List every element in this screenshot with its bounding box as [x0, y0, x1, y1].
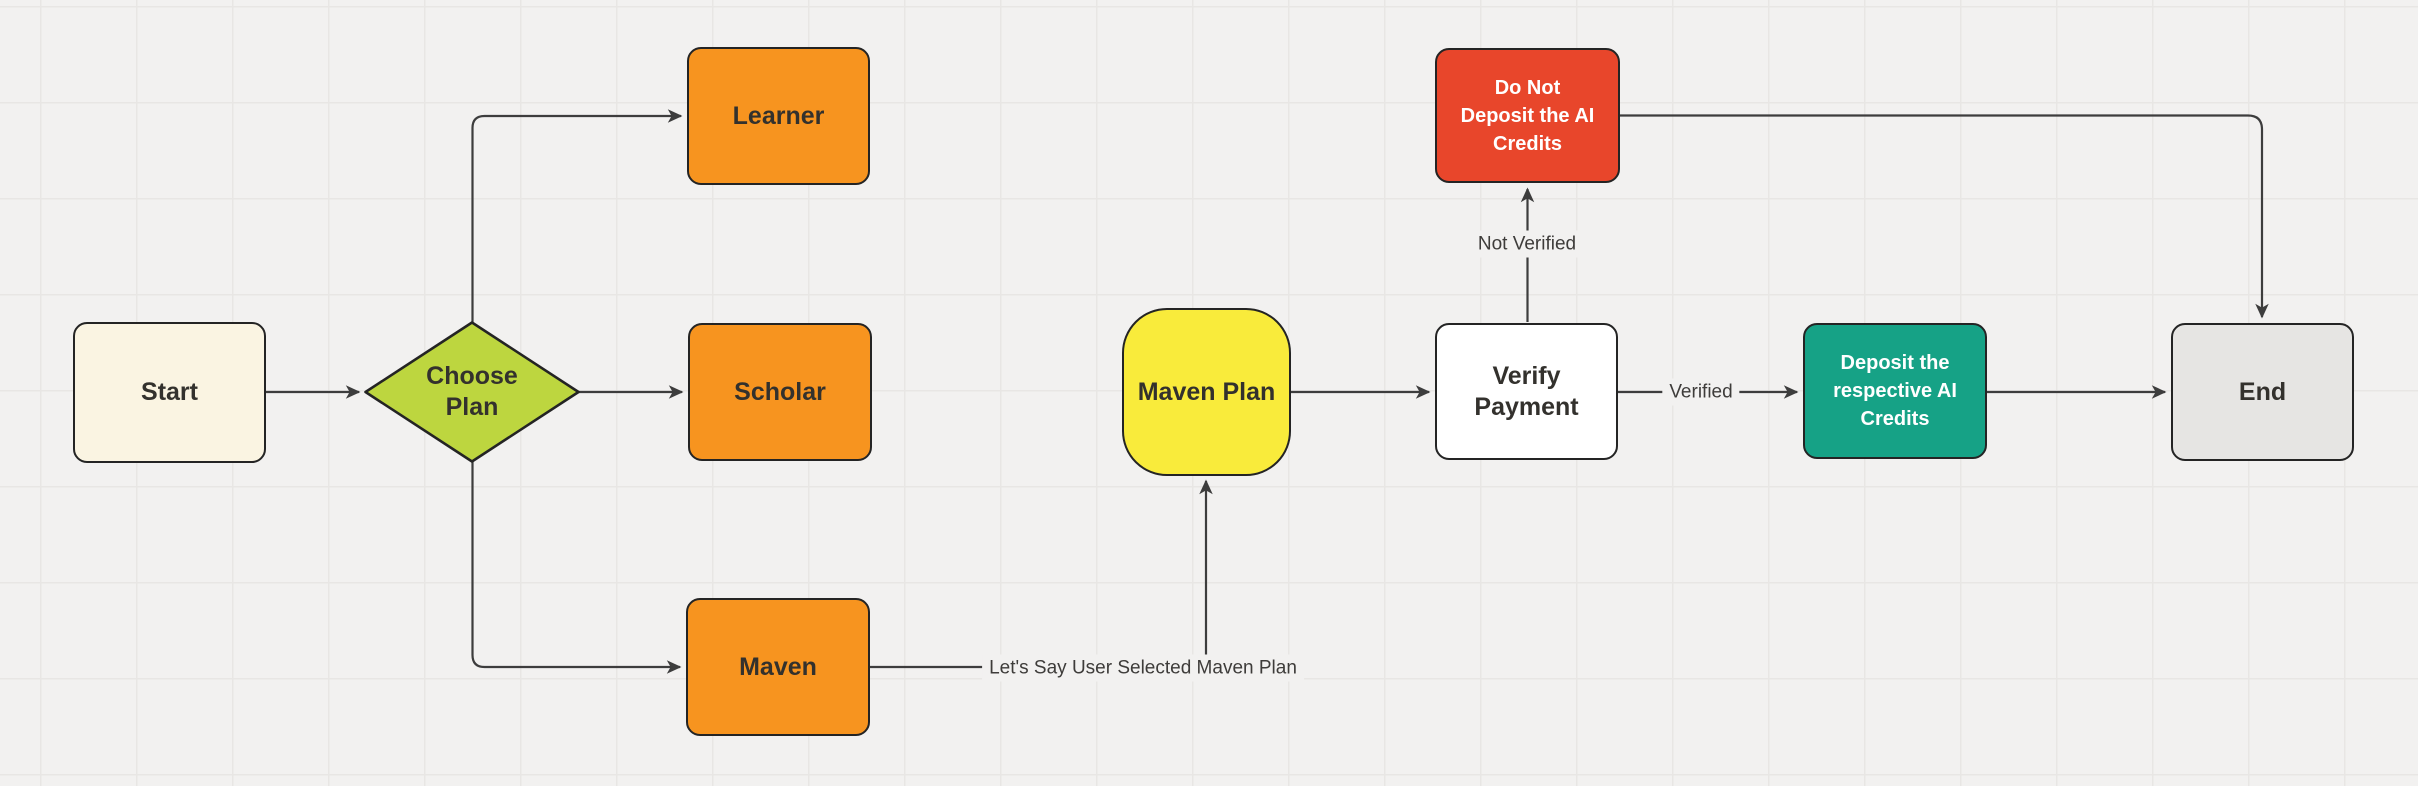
edge-label-maven-selected[interactable]: Let's Say User Selected Maven Plan	[982, 654, 1304, 682]
node-scholar[interactable]: Scholar	[688, 323, 872, 461]
node-end-label: End	[2238, 377, 2287, 406]
node-verify-payment[interactable]: Verify Payment	[1435, 323, 1618, 460]
node-maven-plan[interactable]: Maven Plan	[1122, 308, 1291, 476]
verify-payment-line-1: Verify	[1492, 361, 1561, 390]
node-learner-label: Learner	[732, 101, 825, 130]
deposit-credits-line-1: Deposit the	[1840, 352, 1950, 374]
verify-payment-line-2: Payment	[1474, 392, 1579, 421]
edge-maven-to-maven-plan[interactable]	[870, 479, 1213, 669]
edge-label-verified[interactable]: Verified	[1662, 378, 1740, 406]
do-not-deposit-line-1: Do Not	[1494, 76, 1561, 99]
node-choose-plan[interactable]	[364, 321, 580, 463]
node-do-not-deposit[interactable]: Do Not Deposit the AI Credits	[1435, 48, 1620, 183]
node-end[interactable]: End	[2171, 323, 2354, 461]
choose-plan-line-2: Plan	[445, 393, 499, 421]
edge-choose-plan-to-maven[interactable]	[471, 461, 682, 674]
deposit-credits-line-2: respective AI	[1833, 380, 1957, 402]
node-start-label: Start	[141, 378, 198, 406]
choose-plan-line-1: Choose	[426, 362, 518, 390]
node-scholar-label: Scholar	[734, 377, 826, 406]
do-not-deposit-line-2: Deposit the AI	[1460, 104, 1595, 127]
deposit-credits-line-3: Credits	[1860, 408, 1930, 430]
node-maven-plan-label: Maven Plan	[1137, 377, 1276, 406]
node-maven-label: Maven	[739, 652, 817, 681]
node-maven[interactable]: Maven	[686, 598, 870, 736]
node-start[interactable]: Start	[73, 322, 266, 463]
edge-choose-plan-to-learner[interactable]	[471, 109, 683, 323]
node-deposit-credits[interactable]: Deposit the respective AI Credits	[1803, 323, 1987, 459]
node-choose-plan-label: Choose Plan	[426, 361, 518, 423]
do-not-deposit-line-3: Credits	[1493, 132, 1562, 155]
node-learner[interactable]: Learner	[687, 47, 870, 185]
edge-label-not-verified[interactable]: Not Verified	[1470, 230, 1584, 258]
edge-do-not-deposit-to-end[interactable]	[1620, 114, 2269, 319]
